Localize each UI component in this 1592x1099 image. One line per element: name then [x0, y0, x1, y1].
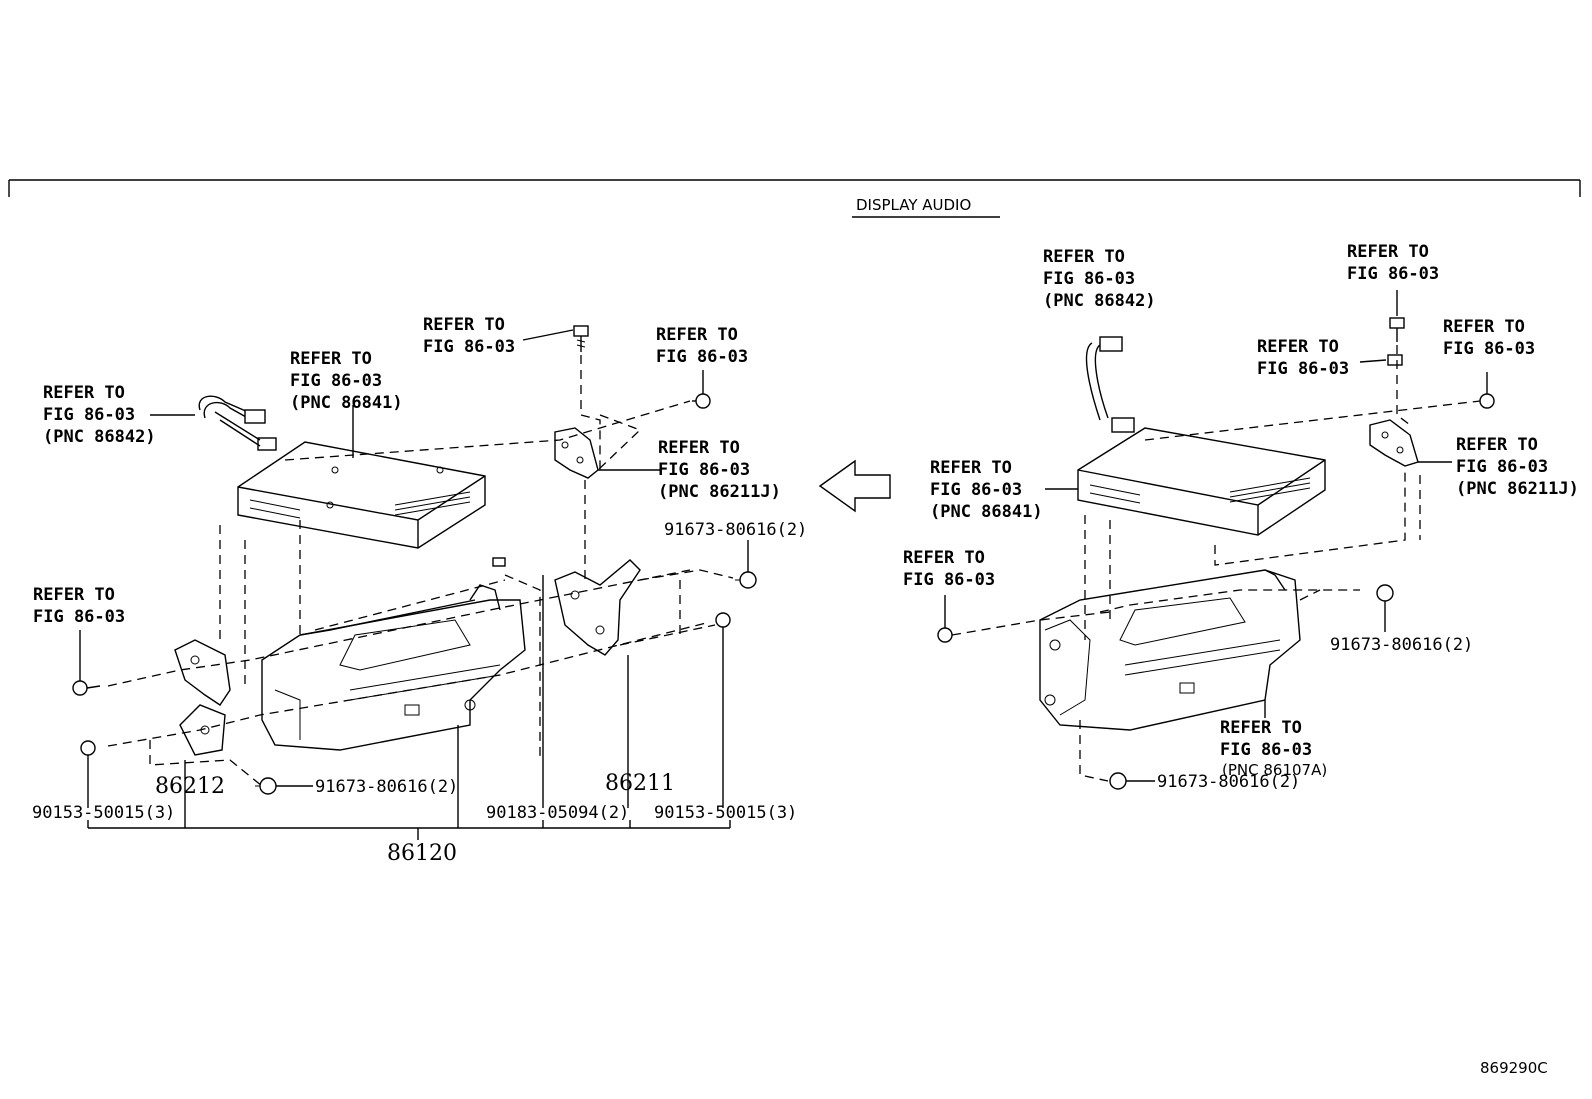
svg-text:REFER TO: REFER TO [33, 585, 115, 605]
left-left-bolt-icon [72, 680, 101, 696]
left-right-bolt-icon [692, 393, 711, 409]
svg-text:91673-80616(2): 91673-80616(2) [315, 777, 458, 797]
right-harness-connector [1085, 336, 1135, 433]
svg-text:91673-80616(2): 91673-80616(2) [1157, 772, 1300, 792]
part-number-90153-left: 90153-50015(3) [32, 803, 175, 823]
svg-text:FIG 86-03: FIG 86-03 [1456, 457, 1548, 477]
svg-text:REFER TO: REFER TO [1347, 242, 1429, 262]
left-upper-bracket [554, 427, 599, 479]
svg-text:REFER TO: REFER TO [1456, 435, 1538, 455]
left-bolt-90153-right-icon [715, 612, 731, 628]
svg-text:REFER TO: REFER TO [290, 349, 372, 369]
left-bracket-86212 [174, 639, 231, 756]
svg-text:FIG 86-03: FIG 86-03 [290, 371, 382, 391]
svg-text:FIG 86-03: FIG 86-03 [1443, 339, 1535, 359]
svg-text:FIG 86-03: FIG 86-03 [1220, 740, 1312, 760]
svg-text:REFER TO: REFER TO [423, 315, 505, 335]
svg-text:(PNC 86211J): (PNC 86211J) [1456, 479, 1579, 499]
part-number-86120: 86120 [387, 841, 457, 866]
diagram-title: DISPLAY AUDIO [856, 196, 971, 214]
svg-text:FIG 86-03: FIG 86-03 [1257, 359, 1349, 379]
svg-text:(PNC 86107A): (PNC 86107A) [1222, 761, 1327, 779]
right-chassis-assembly [1039, 569, 1301, 731]
right-left-bolt-icon [937, 627, 953, 643]
left-clip-icon [492, 557, 506, 567]
svg-text:FIG 86-03: FIG 86-03 [423, 337, 515, 357]
svg-text:REFER TO: REFER TO [658, 438, 740, 458]
right-upper-bracket [1369, 419, 1419, 467]
svg-text:REFER TO: REFER TO [656, 325, 738, 345]
svg-text:FIG 86-03: FIG 86-03 [43, 405, 135, 425]
svg-text:REFER TO: REFER TO [903, 548, 985, 568]
svg-text:(PNC 86841): (PNC 86841) [290, 393, 403, 413]
right-display-module [1077, 427, 1326, 536]
svg-text:91673-80616(2): 91673-80616(2) [664, 520, 807, 540]
right-right-bolt-icon [1479, 393, 1495, 409]
svg-text:FIG 86-03: FIG 86-03 [658, 460, 750, 480]
left-chassis-assembly [261, 584, 526, 751]
svg-text:91673-80616(2): 91673-80616(2) [1330, 635, 1473, 655]
direction-arrow-icon [818, 459, 891, 513]
svg-text:FIG 86-03: FIG 86-03 [930, 480, 1022, 500]
right-top-screw-icon [1389, 317, 1405, 342]
left-bracket-86211 [554, 559, 641, 656]
svg-text:(PNC 86211J): (PNC 86211J) [658, 482, 781, 502]
part-number-86211: 86211 [605, 771, 675, 796]
svg-text:FIG 86-03: FIG 86-03 [1043, 269, 1135, 289]
left-top-screw-icon [573, 325, 589, 352]
left-panel: REFER TO FIG 86-03 (PNC 86842) REFER TO … [32, 315, 807, 866]
svg-text:REFER TO: REFER TO [930, 458, 1012, 478]
svg-text:REFER TO: REFER TO [1257, 337, 1339, 357]
part-number-90153-right: 90153-50015(3) [654, 803, 797, 823]
svg-text:(PNC 86842): (PNC 86842) [1043, 291, 1156, 311]
svg-text:FIG 86-03: FIG 86-03 [1347, 264, 1439, 284]
right-screw-91673-bottom-icon [1109, 772, 1127, 790]
left-screw-91673-lower-icon [255, 777, 277, 795]
part-number-90183: 90183-05094(2) [486, 803, 629, 823]
left-harness-connector [198, 395, 277, 451]
svg-text:REFER TO: REFER TO [43, 383, 125, 403]
header-frame: DISPLAY AUDIO [8, 179, 1581, 218]
svg-text:(PNC 86842): (PNC 86842) [43, 427, 156, 447]
svg-text:FIG 86-03: FIG 86-03 [33, 607, 125, 627]
right-screw-91673-right-icon [1376, 584, 1394, 602]
left-bolt-90153-icon [80, 740, 96, 756]
svg-text:FIG 86-03: FIG 86-03 [656, 347, 748, 367]
svg-text:(PNC 86841): (PNC 86841) [930, 502, 1043, 522]
svg-text:REFER TO: REFER TO [1443, 317, 1525, 337]
left-screw-91673-upper-icon [735, 571, 757, 589]
right-clip-icon [1387, 354, 1403, 366]
left-display-module [237, 441, 486, 549]
svg-text:REFER TO: REFER TO [1043, 247, 1125, 267]
svg-text:REFER TO: REFER TO [1220, 718, 1302, 738]
part-number-86212: 86212 [155, 774, 225, 799]
svg-text:FIG 86-03: FIG 86-03 [903, 570, 995, 590]
right-panel: REFER TO FIG 86-03 (PNC 86842) REFER TO … [903, 242, 1579, 792]
figure-code: 869290C [1480, 1059, 1548, 1077]
